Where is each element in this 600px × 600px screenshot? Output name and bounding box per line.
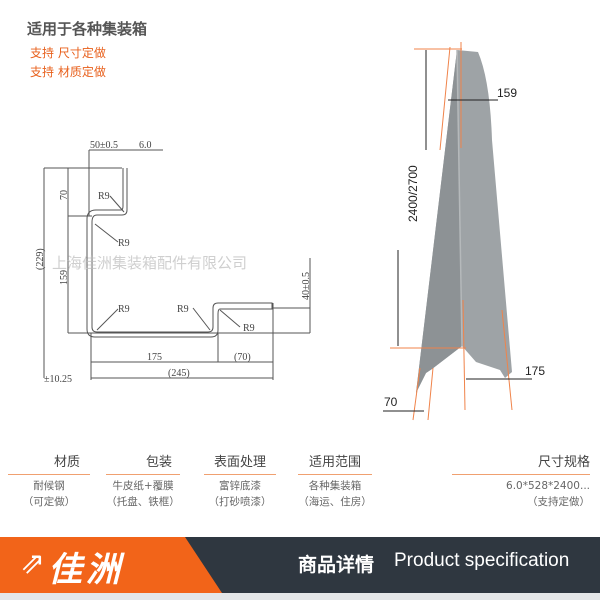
spec-value: 耐候钢 [33,480,65,492]
dim-70b: (70) [234,352,251,363]
product-bottom-width: 175 [525,364,545,378]
technical-drawing: 50±0.5 6.0 R9 R9 R9 R9 R9 70 (229) 159 4… [35,42,545,421]
spec-value: 富锌底漆 [219,480,261,492]
spec-value: 各种集装箱 [308,480,362,492]
dim-175: 175 [147,352,162,363]
arrow-logo-icon: ⇗ [20,546,46,581]
product-length: 2400/2700 [406,165,420,222]
spec-value: （托盘、铁框） [106,496,180,508]
spec-size: 尺寸规格 6.0*528*2400... （支持定做） [452,451,590,510]
radius-label: R9 [118,304,130,315]
bottom-strip [0,593,600,600]
brand-logo: 佳洲 [48,550,124,590]
feature-size: 支持 尺寸定做 [30,46,106,60]
spec-label: 尺寸规格 [452,451,590,475]
spec-value: 6.0*528*2400... [506,480,590,492]
product-image [416,49,512,393]
dim-229: (229) [35,248,46,270]
spec-label: 材质 [8,451,90,475]
watermark: 上海佳洲集装箱配件有限公司 [52,254,247,272]
spec-value: （海运、住房） [298,496,372,508]
radius-label: R9 [177,304,189,315]
dim-thickness: 6.0 [139,140,152,151]
page-title: 适用于各种集装箱 [27,20,148,38]
banner-subtitle: Product specification [394,550,570,571]
radius-label: R9 [98,191,110,202]
spec-value: （打砂喷漆） [208,496,272,508]
feature-material: 支持 材质定做 [30,65,106,79]
radius-label: R9 [118,238,130,249]
dim-tolerance: ±10.25 [44,374,72,385]
spec-label: 包装 [106,451,180,475]
spec-value: 牛皮纸+覆膜 [112,480,174,492]
banner-orange [0,537,222,593]
banner-title: 商品详情 [298,554,375,576]
spec-label: 表面处理 [204,451,276,475]
spec-usage: 适用范围 各种集装箱 （海运、住房） [298,451,372,510]
spec-surface: 表面处理 富锌底漆 （打砂喷漆） [204,451,276,510]
dim-159: 159 [59,270,70,285]
product-top-width: 159 [497,86,517,100]
spec-packaging: 包装 牛皮纸+覆膜 （托盘、铁框） [106,451,180,510]
radius-label: R9 [243,323,255,334]
dim-40: 40±0.5 [301,272,312,300]
spec-value: （支持定做） [527,496,590,508]
dim-top: 50±0.5 [90,140,118,151]
spec-label: 适用范围 [298,451,372,475]
dim-70: 70 [59,190,70,200]
spec-value: （可定做） [22,496,76,508]
spec-material: 材质 耐候钢 （可定做） [8,451,90,510]
product-flange: 70 [384,395,398,409]
dim-245: (245) [168,368,190,379]
